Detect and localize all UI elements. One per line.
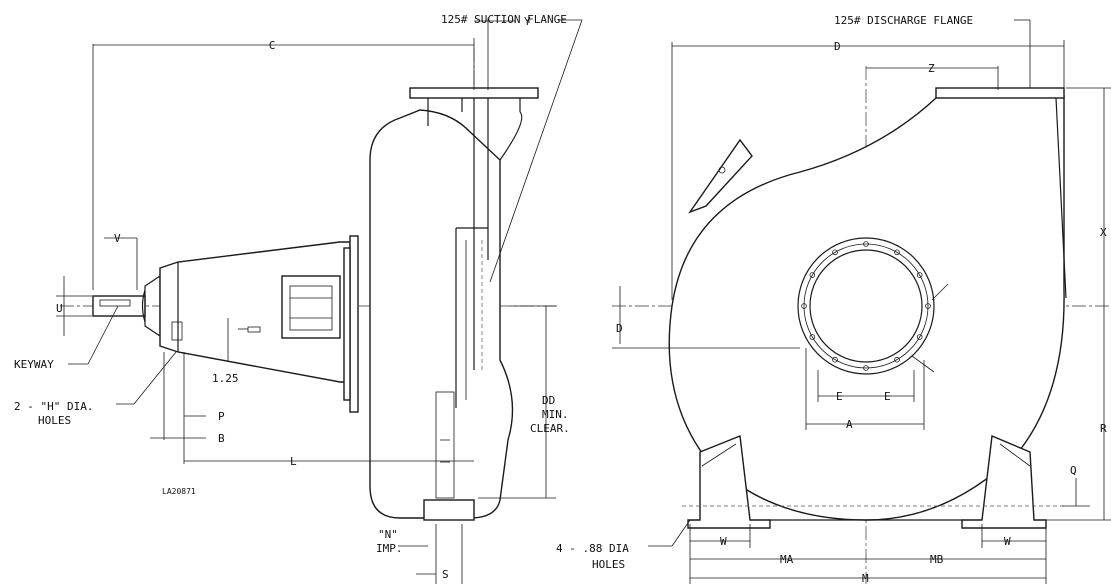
dimension-r-label: R bbox=[1100, 422, 1107, 435]
pump-foot-left bbox=[687, 435, 771, 529]
discharge-flange-label: 125# DISCHARGE FLANGE bbox=[834, 14, 973, 27]
dimension-x-label: X bbox=[1100, 226, 1107, 239]
dd-label-3: CLEAR. bbox=[530, 422, 570, 435]
bolt-hole bbox=[916, 272, 923, 278]
suction-flange-label: 125# SUCTION FLANGE bbox=[441, 13, 567, 26]
impeller-n-label: "N" bbox=[378, 528, 398, 541]
keyway-label: KEYWAY bbox=[14, 358, 54, 371]
dimension-v-label: V bbox=[114, 232, 121, 245]
dimension-z-label: Z bbox=[928, 62, 935, 75]
holes-h-label: 2 - "H" DIA. bbox=[14, 400, 93, 413]
suction-flange bbox=[409, 87, 539, 370]
pump-foot-right bbox=[961, 434, 1047, 529]
dimension-b-label: B bbox=[218, 432, 225, 445]
dimension-a-label: A bbox=[846, 418, 853, 431]
bolt-hole bbox=[925, 303, 931, 309]
drawing-number: LA20871 bbox=[162, 487, 196, 496]
dimension-125-label: 1.25 bbox=[212, 372, 239, 385]
dimension-ma-label: MA bbox=[780, 553, 794, 566]
dimension-q-label: Q bbox=[1070, 464, 1077, 477]
dimension-e-right-label: E bbox=[884, 390, 891, 403]
dimension-p-label: P bbox=[218, 410, 225, 423]
casing-foot bbox=[423, 391, 475, 521]
dimension-d-top-label: D bbox=[834, 40, 841, 53]
holes-h-label-2: HOLES bbox=[38, 414, 71, 427]
dimension-m-label: M bbox=[862, 572, 869, 584]
bolt-hole bbox=[894, 356, 900, 363]
dd-label-2: MIN. bbox=[542, 408, 569, 421]
shaft bbox=[92, 274, 161, 338]
dimension-l-label: L bbox=[290, 455, 297, 468]
bolt-hole bbox=[801, 303, 807, 309]
bolt-hole bbox=[863, 365, 869, 371]
bolt-hole bbox=[832, 356, 838, 363]
dd-label: DD bbox=[542, 394, 555, 407]
dimension-e-left-label: E bbox=[836, 390, 843, 403]
lifting-lug-left bbox=[688, 138, 753, 214]
impeller-n-label-2: IMP. bbox=[376, 542, 403, 555]
dimension-y-label: Y bbox=[524, 15, 531, 28]
bolt-hole bbox=[863, 241, 869, 247]
bearing-frame bbox=[159, 241, 351, 383]
suction-flange-face bbox=[797, 237, 935, 375]
dimension-c-label: C bbox=[269, 39, 276, 52]
bolt-hole bbox=[832, 249, 838, 256]
bolt-hole bbox=[916, 334, 923, 340]
dimension-mb-label: MB bbox=[930, 553, 944, 566]
bolt-hole bbox=[894, 249, 900, 256]
dimension-d-side-label: D bbox=[616, 322, 623, 335]
bolt-hole bbox=[809, 272, 816, 278]
volute-outline bbox=[668, 89, 1065, 521]
bolt-hole bbox=[809, 334, 816, 340]
dimension-u-label: U bbox=[56, 302, 63, 315]
front-elevation-view: D 125# DISCHARGE FLANGE Z X R Q D E E bbox=[556, 14, 1111, 584]
side-elevation-view: C Y 125# SUCTION FLANGE V U KEYWAY 1.25 … bbox=[14, 13, 583, 584]
volute-casing bbox=[369, 109, 514, 519]
dimension-w-right-label: W bbox=[1004, 535, 1011, 548]
holes-88-label-2: HOLES bbox=[592, 558, 625, 571]
holes-88-label: 4 - .88 DIA bbox=[556, 542, 629, 555]
discharge-flange bbox=[935, 87, 1065, 99]
adapter-flange bbox=[349, 235, 359, 413]
dimension-s-label: S bbox=[442, 568, 449, 581]
dimension-w-left-label: W bbox=[720, 535, 727, 548]
